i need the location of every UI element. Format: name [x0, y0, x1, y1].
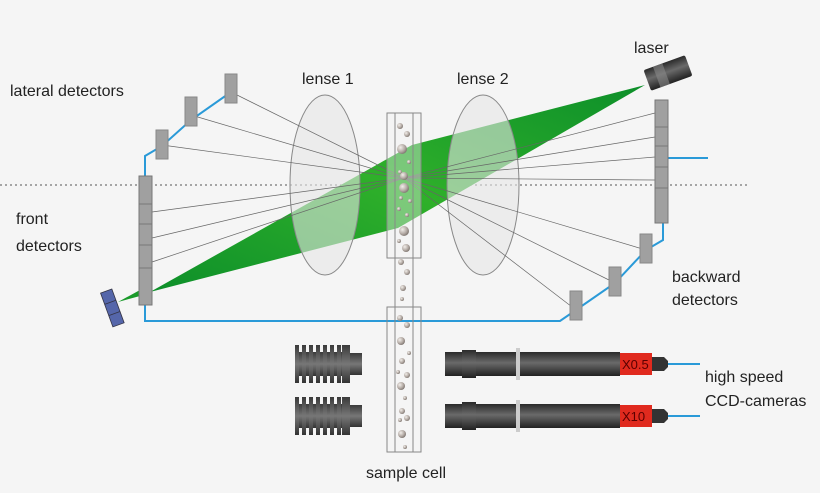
particle: [397, 337, 405, 345]
particle: [397, 382, 405, 390]
scattered-ray: [403, 136, 656, 179]
particle: [397, 144, 407, 154]
ccd-camera-2: X10: [445, 400, 668, 432]
finned-light-source-icon: [295, 397, 362, 435]
particle: [402, 244, 410, 252]
laser-beam: [150, 85, 645, 292]
particle: [398, 430, 406, 438]
particle: [399, 408, 405, 414]
right-detector-array: [654, 99, 669, 224]
finned-light-source-icon: [295, 345, 362, 383]
scattered-ray: [230, 91, 405, 179]
particle: [397, 123, 403, 129]
particle: [405, 213, 409, 217]
particle: [404, 372, 410, 378]
laser-icon: [644, 55, 692, 91]
particle: [400, 285, 406, 291]
lateral-detectors-label: lateral detectors: [10, 83, 124, 100]
lens-2: [446, 94, 520, 276]
cameras-label-1: high speed: [705, 369, 783, 386]
particle: [396, 370, 400, 374]
front-detector-array: [138, 175, 153, 306]
particle: [408, 199, 412, 203]
scattered-ray: [151, 177, 405, 239]
lense-1-label: lense 1: [302, 71, 354, 88]
particle: [404, 269, 410, 275]
illumination-sources: [295, 345, 362, 435]
backward-detectors: [569, 233, 653, 321]
particle: [397, 315, 403, 321]
camera-1-magnification: X0.5: [622, 357, 649, 372]
particle: [399, 196, 403, 200]
emitter-beam: [118, 290, 140, 302]
camera-2-magnification: X10: [622, 409, 645, 424]
particles: [396, 123, 412, 449]
particle: [404, 322, 410, 328]
lense-2-label: lense 2: [457, 71, 509, 88]
scattered-ray: [403, 177, 616, 284]
sample-cell-label: sample cell: [366, 465, 446, 482]
scattered-ray: [403, 177, 577, 311]
particle: [400, 172, 408, 180]
particle: [404, 415, 410, 421]
scattered-ray: [403, 177, 647, 251]
particle: [399, 358, 405, 364]
particle: [404, 131, 410, 137]
scattered-ray: [403, 112, 656, 179]
front-detectors-label-2: detectors: [16, 238, 82, 255]
particle: [397, 207, 401, 211]
cameras-label-2: CCD-cameras: [705, 393, 806, 410]
particle: [407, 351, 411, 355]
lateral-detectors: [155, 73, 238, 160]
scattered-ray: [161, 144, 405, 179]
particle: [403, 445, 407, 449]
particle: [398, 170, 402, 174]
scattered-rays: [151, 91, 656, 311]
particle: [397, 239, 401, 243]
scattered-ray: [403, 177, 656, 181]
particle: [398, 259, 404, 265]
scattered-ray: [151, 177, 405, 263]
lens-1: [289, 94, 361, 276]
backward-detectors-label-2: detectors: [672, 292, 738, 309]
particle: [400, 297, 404, 301]
particle: [403, 396, 407, 400]
laser-label: laser: [634, 40, 669, 57]
particle: [399, 183, 409, 193]
front-detectors-label-1: front: [16, 211, 49, 228]
particle: [399, 226, 409, 236]
emitter-icon: [100, 288, 125, 328]
particle: [407, 160, 411, 164]
ccd-camera-1: X0.5: [445, 348, 668, 380]
scattered-ray: [403, 156, 656, 179]
sample-cell: [386, 112, 422, 453]
scattered-ray: [190, 114, 405, 179]
particle: [398, 418, 402, 422]
backward-detectors-label-1: backward: [672, 269, 740, 286]
scattered-ray: [151, 177, 405, 213]
